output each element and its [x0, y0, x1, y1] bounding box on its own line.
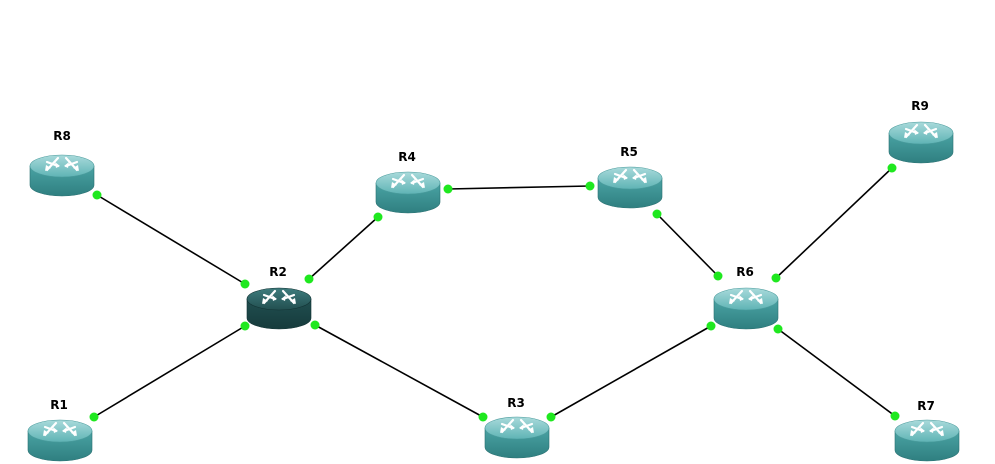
router-label-r3: R3: [507, 396, 525, 410]
link-r3-r6[interactable]: [550, 325, 712, 418]
router-icon: [597, 166, 663, 209]
router-icon: [484, 416, 550, 459]
link-r2-r4[interactable]: [308, 216, 379, 280]
port-indicator: [240, 321, 250, 331]
port-indicator: [546, 412, 556, 422]
port-indicator: [771, 273, 781, 283]
router-label-r8: R8: [53, 129, 71, 143]
router-r7[interactable]: [894, 419, 960, 462]
router-label-r1: R1: [50, 398, 68, 412]
router-icon: [246, 287, 312, 330]
link-r8-r2[interactable]: [96, 194, 246, 285]
port-indicator: [304, 274, 314, 284]
router-label-r9: R9: [911, 99, 929, 113]
links-layer: [89, 163, 900, 422]
router-icon: [375, 171, 441, 214]
port-indicator: [773, 324, 783, 334]
router-icon: [29, 154, 95, 197]
link-r1-r2[interactable]: [93, 325, 246, 418]
router-icon: [27, 419, 93, 462]
port-indicator: [92, 190, 102, 200]
port-indicator: [585, 181, 595, 191]
port-indicator: [706, 321, 716, 331]
router-icon: [888, 121, 954, 164]
port-indicator: [887, 163, 897, 173]
port-indicator: [240, 279, 250, 289]
link-r6-r9[interactable]: [775, 167, 893, 279]
port-indicator: [443, 184, 453, 194]
router-r5[interactable]: [597, 166, 663, 209]
port-indicator: [652, 209, 662, 219]
port-indicator: [890, 411, 900, 421]
port-indicator: [478, 412, 488, 422]
router-r9[interactable]: [888, 121, 954, 164]
router-label-r7: R7: [917, 399, 935, 413]
link-r5-r6[interactable]: [656, 213, 719, 277]
router-r1[interactable]: [27, 419, 93, 462]
router-label-r4: R4: [398, 150, 416, 164]
link-r6-r7[interactable]: [777, 328, 896, 417]
port-indicator: [310, 320, 320, 330]
router-icon: [713, 287, 779, 330]
port-indicator: [373, 212, 383, 222]
router-icon: [894, 419, 960, 462]
port-indicator: [89, 412, 99, 422]
port-indicator: [713, 271, 723, 281]
router-r2[interactable]: [246, 287, 312, 330]
router-label-r5: R5: [620, 145, 638, 159]
router-label-r6: R6: [736, 265, 754, 279]
router-r4[interactable]: [375, 171, 441, 214]
router-r6[interactable]: [713, 287, 779, 330]
link-r2-r3[interactable]: [314, 324, 484, 418]
link-r4-r5[interactable]: [447, 185, 591, 190]
router-r8[interactable]: [29, 154, 95, 197]
router-label-r2: R2: [269, 265, 287, 279]
router-r3[interactable]: [484, 416, 550, 459]
